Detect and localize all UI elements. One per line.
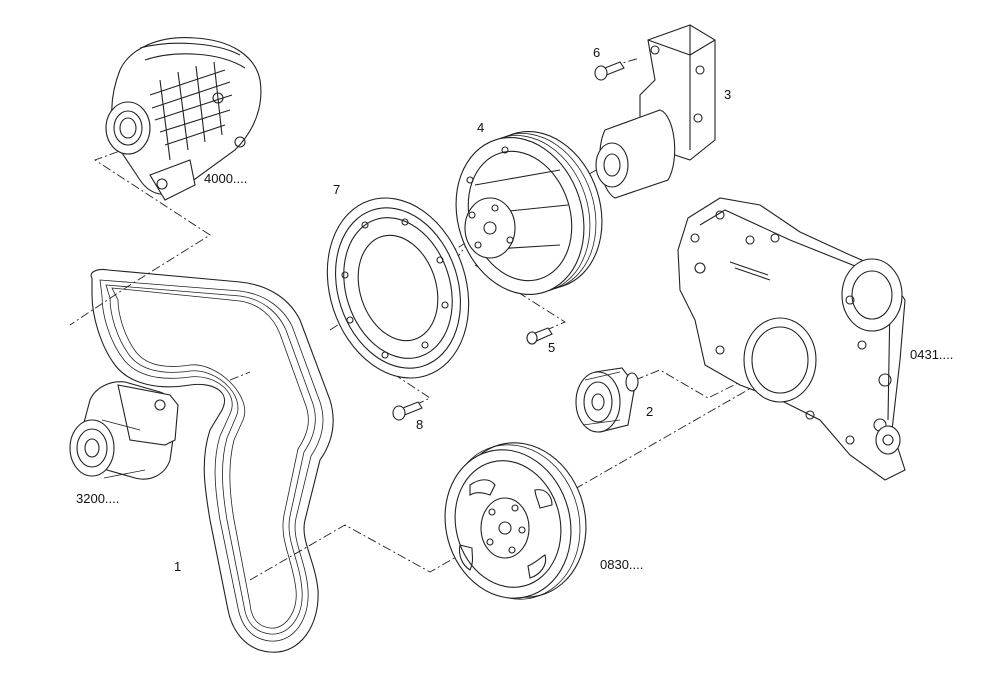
bolt-6-part [594, 61, 625, 81]
damper-part [326, 197, 470, 379]
label-bolt-5: 5 [548, 340, 556, 355]
label-bolt-6: 6 [593, 45, 601, 60]
bolt-5-part [526, 327, 553, 345]
label-timing-cover: 0431.... [910, 347, 954, 362]
label-crank-pulley: 0830.... [600, 557, 644, 572]
crank-pulley-part [444, 442, 587, 600]
bracket-part [595, 24, 716, 199]
label-bracket: 3 [724, 87, 732, 102]
label-tensioner: 3200.... [76, 491, 120, 506]
tensioner-part [69, 381, 179, 480]
idler-part [575, 367, 639, 433]
label-alternator: 4000.... [204, 171, 248, 186]
label-idler: 2 [646, 404, 654, 419]
bolt-8-part [392, 401, 423, 421]
pulley-4-part [455, 130, 603, 296]
label-pulley-4: 4 [477, 120, 485, 135]
label-bolt-8: 8 [416, 417, 424, 432]
belt-part [90, 268, 334, 653]
timing-cover-part [677, 197, 906, 481]
label-damper: 7 [333, 182, 341, 197]
alternator-part [105, 37, 262, 201]
label-belt: 1 [174, 559, 182, 574]
